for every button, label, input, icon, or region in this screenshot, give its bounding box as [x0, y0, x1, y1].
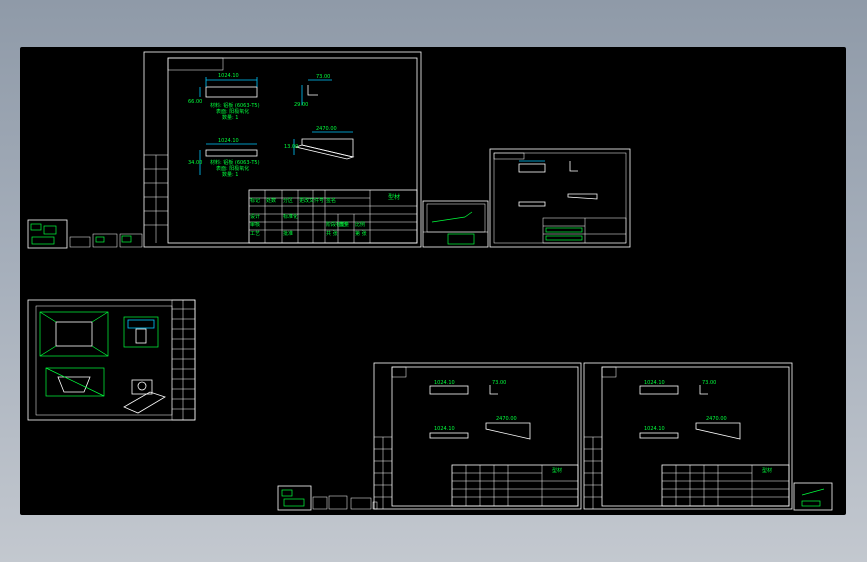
dim-mid-left: 1024.10 — [218, 138, 239, 144]
lower-2-dim-d: 2470.00 — [706, 416, 727, 422]
dim-mid-right: 2470.00 — [316, 126, 337, 132]
cad-drawing-viewport[interactable]: .w{stroke:#ffffff;fill:none;stroke-width… — [20, 47, 846, 515]
tb-r2-c1: 设计 — [250, 214, 261, 220]
lower-1-dim-a: 1024.10 — [434, 380, 455, 386]
profile-view-top-right[interactable] — [301, 79, 332, 105]
dim-side-left-top: 66.00 — [188, 99, 203, 105]
tb-r1-c2: 处数 — [266, 198, 277, 204]
detail-sheet-right[interactable] — [489, 148, 631, 248]
tb-r3-c1: 审核 — [250, 222, 261, 228]
note-mid-2: 表面: 阳极氧化 — [216, 166, 250, 172]
tb-r4-c3: 批准 — [283, 231, 294, 237]
lower-sheet-2[interactable] — [583, 362, 793, 510]
tb-r1-c3: 分区 — [283, 198, 294, 204]
lower-1-name: 型材 — [552, 468, 563, 474]
profile-view-isometric[interactable] — [293, 131, 355, 160]
lower-1-dim-d: 2470.00 — [496, 416, 517, 422]
tb-r4-c5: 第 张 — [355, 231, 367, 237]
mini-sheet-center[interactable] — [422, 200, 489, 248]
lower-sheet-1[interactable] — [373, 362, 582, 510]
dim-side-right-mid: 13.00 — [284, 144, 299, 150]
tb-r3-c5: 重量 — [339, 222, 350, 228]
profile-view-mid-left[interactable] — [199, 143, 258, 175]
title-block[interactable] — [248, 189, 418, 244]
dim-side-right-top: 29.00 — [294, 102, 309, 108]
lower-2-dim-b: 73.00 — [702, 380, 717, 386]
tb-r3-c6: 比例 — [355, 222, 366, 228]
mini-sheet-left[interactable] — [27, 219, 143, 249]
assembly-view-front[interactable] — [45, 367, 105, 397]
tb-r1-c1: 标记 — [250, 198, 261, 204]
profile-view-top-left[interactable] — [199, 77, 258, 98]
assembly-view-top[interactable] — [39, 311, 109, 357]
cad-model-space[interactable]: .w{stroke:#ffffff;fill:none;stroke-width… — [20, 47, 846, 515]
lower-1-dim-c: 1024.10 — [434, 426, 455, 432]
lower-2-dim-a: 1024.10 — [644, 380, 665, 386]
assembly-sheet[interactable] — [27, 299, 196, 421]
mini-sheets-bottom[interactable] — [277, 485, 378, 511]
main-drawing-sheet[interactable] — [143, 51, 422, 248]
dim-side-left-mid: 34.00 — [188, 160, 203, 166]
tb-r1-c5: 签名 — [326, 198, 337, 204]
lower-2-name: 型材 — [762, 468, 773, 474]
tb-r2-c3: 标准化 — [283, 214, 299, 220]
note-top: 材料: 铝板 (6063-T5) — [210, 103, 260, 109]
dim-top-left: 1024.10 — [218, 73, 239, 79]
tb-r4-c4: 共 张 — [326, 231, 338, 237]
note-top-3: 数量: 1 — [222, 115, 239, 121]
tb-r3-c4: 阶段标记 — [326, 222, 347, 228]
assembly-view-isometric[interactable] — [123, 379, 166, 414]
tb-r4-c1: 工艺 — [250, 231, 261, 237]
assembly-view-side[interactable] — [123, 316, 159, 348]
note-mid-3: 数量: 1 — [222, 172, 239, 178]
note-mid: 材料: 铝板 (6063-T5) — [210, 160, 260, 166]
side-margin-table — [144, 154, 168, 243]
note-top-2: 表面: 阳极氧化 — [216, 109, 250, 115]
mini-sheet-right[interactable] — [793, 482, 833, 511]
lower-2-dim-c: 1024.10 — [644, 426, 665, 432]
assembly-parts-list — [172, 300, 195, 420]
dim-top-right: 73.00 — [316, 74, 331, 80]
lower-1-dim-b: 73.00 — [492, 380, 507, 386]
tb-r1-c4: 更改文件号 — [299, 198, 325, 204]
title-block-name: 型材 — [388, 194, 401, 201]
